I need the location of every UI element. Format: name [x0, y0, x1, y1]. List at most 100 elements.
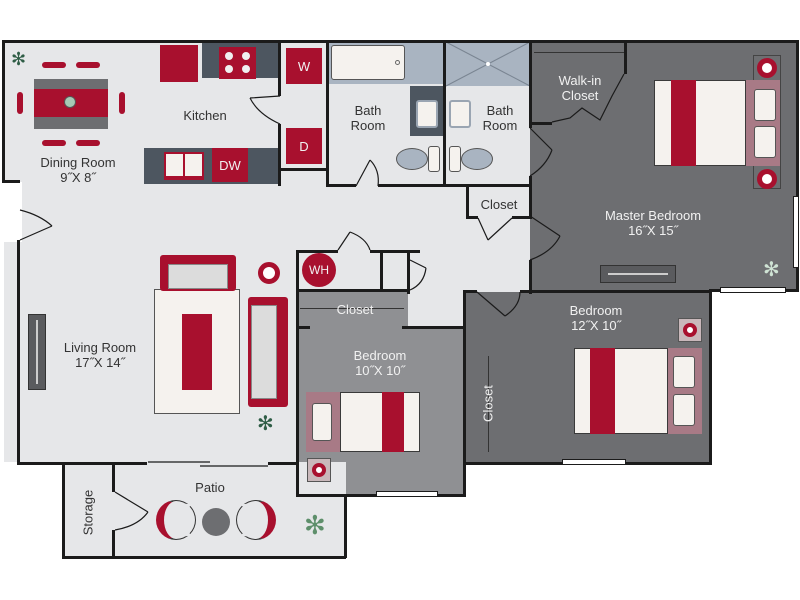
master-nightstand-top [757, 58, 777, 78]
wall [466, 216, 478, 219]
chair-bottom-left [42, 140, 66, 146]
master-pillow-2 [754, 126, 776, 158]
dishwasher-label: DW [219, 157, 241, 173]
wall [326, 40, 329, 186]
wall [402, 326, 466, 329]
wall [463, 290, 477, 293]
bedroom3-bed [574, 348, 668, 434]
wall [624, 40, 627, 74]
walkin-line2: Closet [561, 88, 599, 103]
wall [529, 176, 532, 216]
walkin-line1: Walk-in [558, 73, 602, 88]
bedroom2-lamp [312, 463, 326, 477]
window [720, 287, 786, 293]
wall [62, 462, 65, 558]
wall [466, 186, 469, 218]
master-bed-blanket [671, 80, 696, 166]
bedroom3-size: 12˝X 10˝ [571, 318, 621, 333]
chair-top-right [76, 62, 100, 68]
patio-label: Patio [195, 480, 225, 495]
master-bedroom-size: 16˝X 15˝ [628, 223, 678, 238]
walkin-rod [534, 52, 624, 53]
living-room-size: 17˝X 14˝ [75, 355, 125, 370]
walkin-closet-label: Walk-in Closet [550, 73, 610, 103]
water-heater-label: WH [309, 263, 329, 277]
water-heater: WH [302, 253, 336, 287]
wall [380, 250, 383, 290]
wall [407, 250, 410, 294]
bedroom3-label: Bedroom 12˝X 10˝ [556, 303, 636, 333]
wall [2, 40, 798, 43]
bedroom2-closet-rod [300, 308, 404, 309]
armchair-cushion [168, 264, 228, 289]
wall [344, 494, 347, 558]
sink-bath1 [416, 100, 438, 128]
master-bedroom-name: Master Bedroom [604, 208, 702, 223]
bathtub [331, 45, 405, 80]
wall [370, 250, 420, 253]
wall [112, 530, 115, 558]
wall [278, 40, 281, 96]
wall [112, 462, 115, 492]
chair-left [17, 92, 23, 114]
shower-drain-lines [445, 41, 531, 87]
hall-closet-label: Closet [480, 197, 518, 212]
bedroom3-closet-label: Closet [480, 385, 496, 422]
wall [520, 290, 710, 293]
dishwasher: DW [212, 148, 248, 182]
master-bed [654, 80, 746, 166]
toilet-bath2-tank [449, 146, 461, 172]
patio-floor [64, 462, 346, 558]
wall [296, 250, 338, 253]
dryer: D [286, 128, 322, 164]
bath1-line1: Bath [354, 103, 382, 118]
wall [326, 184, 356, 187]
master-dresser-line [608, 273, 668, 275]
bath2-label: Bath Room [472, 103, 528, 133]
wall [529, 40, 532, 128]
coffee-table [182, 314, 212, 390]
kitchen-label: Kitchen [183, 108, 227, 123]
stove-burners [225, 52, 250, 73]
wall [296, 250, 299, 496]
bedroom3-bed-blanket [590, 348, 615, 434]
bedroom2-pillow [312, 403, 332, 441]
bedroom3-name: Bedroom [569, 303, 623, 318]
bedroom3-pillow-2 [673, 394, 695, 426]
toilet-bath2-bowl [461, 148, 493, 170]
wall [296, 326, 310, 329]
wall [529, 260, 532, 294]
window [562, 459, 626, 465]
wall [268, 462, 298, 465]
bedroom2-name: Bedroom [353, 348, 407, 363]
dining-room-label: Dining Room 9˝X 8˝ [28, 155, 128, 185]
plant-icon: ✻ [304, 510, 326, 540]
bedroom3-pillow-1 [673, 356, 695, 388]
dining-room-name: Dining Room [40, 155, 116, 170]
sofa-cushions [251, 305, 277, 399]
master-bedroom-label: Master Bedroom 16˝X 15˝ [590, 208, 716, 238]
stove [219, 47, 256, 79]
wall [17, 240, 20, 464]
window [793, 196, 799, 268]
dining-centerpiece [64, 96, 76, 108]
master-pillow-1 [754, 89, 776, 121]
chair-bottom-right [76, 140, 100, 146]
bath1-line2: Room [350, 118, 386, 133]
toilet-bath1-bowl [396, 148, 428, 170]
storage-label: Storage [80, 489, 96, 536]
bathtub-drain [395, 60, 400, 65]
dryer-label: D [299, 138, 309, 154]
wall [512, 216, 532, 219]
kitchen-sink [164, 152, 204, 180]
wall [378, 184, 530, 187]
wall [463, 290, 466, 497]
wall [443, 40, 446, 186]
toilet-bath1-tank [428, 146, 440, 172]
bath2-line2: Room [482, 118, 518, 133]
window [376, 491, 438, 497]
bedroom2-bed [340, 392, 420, 452]
sink-bath2 [449, 100, 471, 128]
dining-room-size: 9˝X 8˝ [60, 170, 96, 185]
